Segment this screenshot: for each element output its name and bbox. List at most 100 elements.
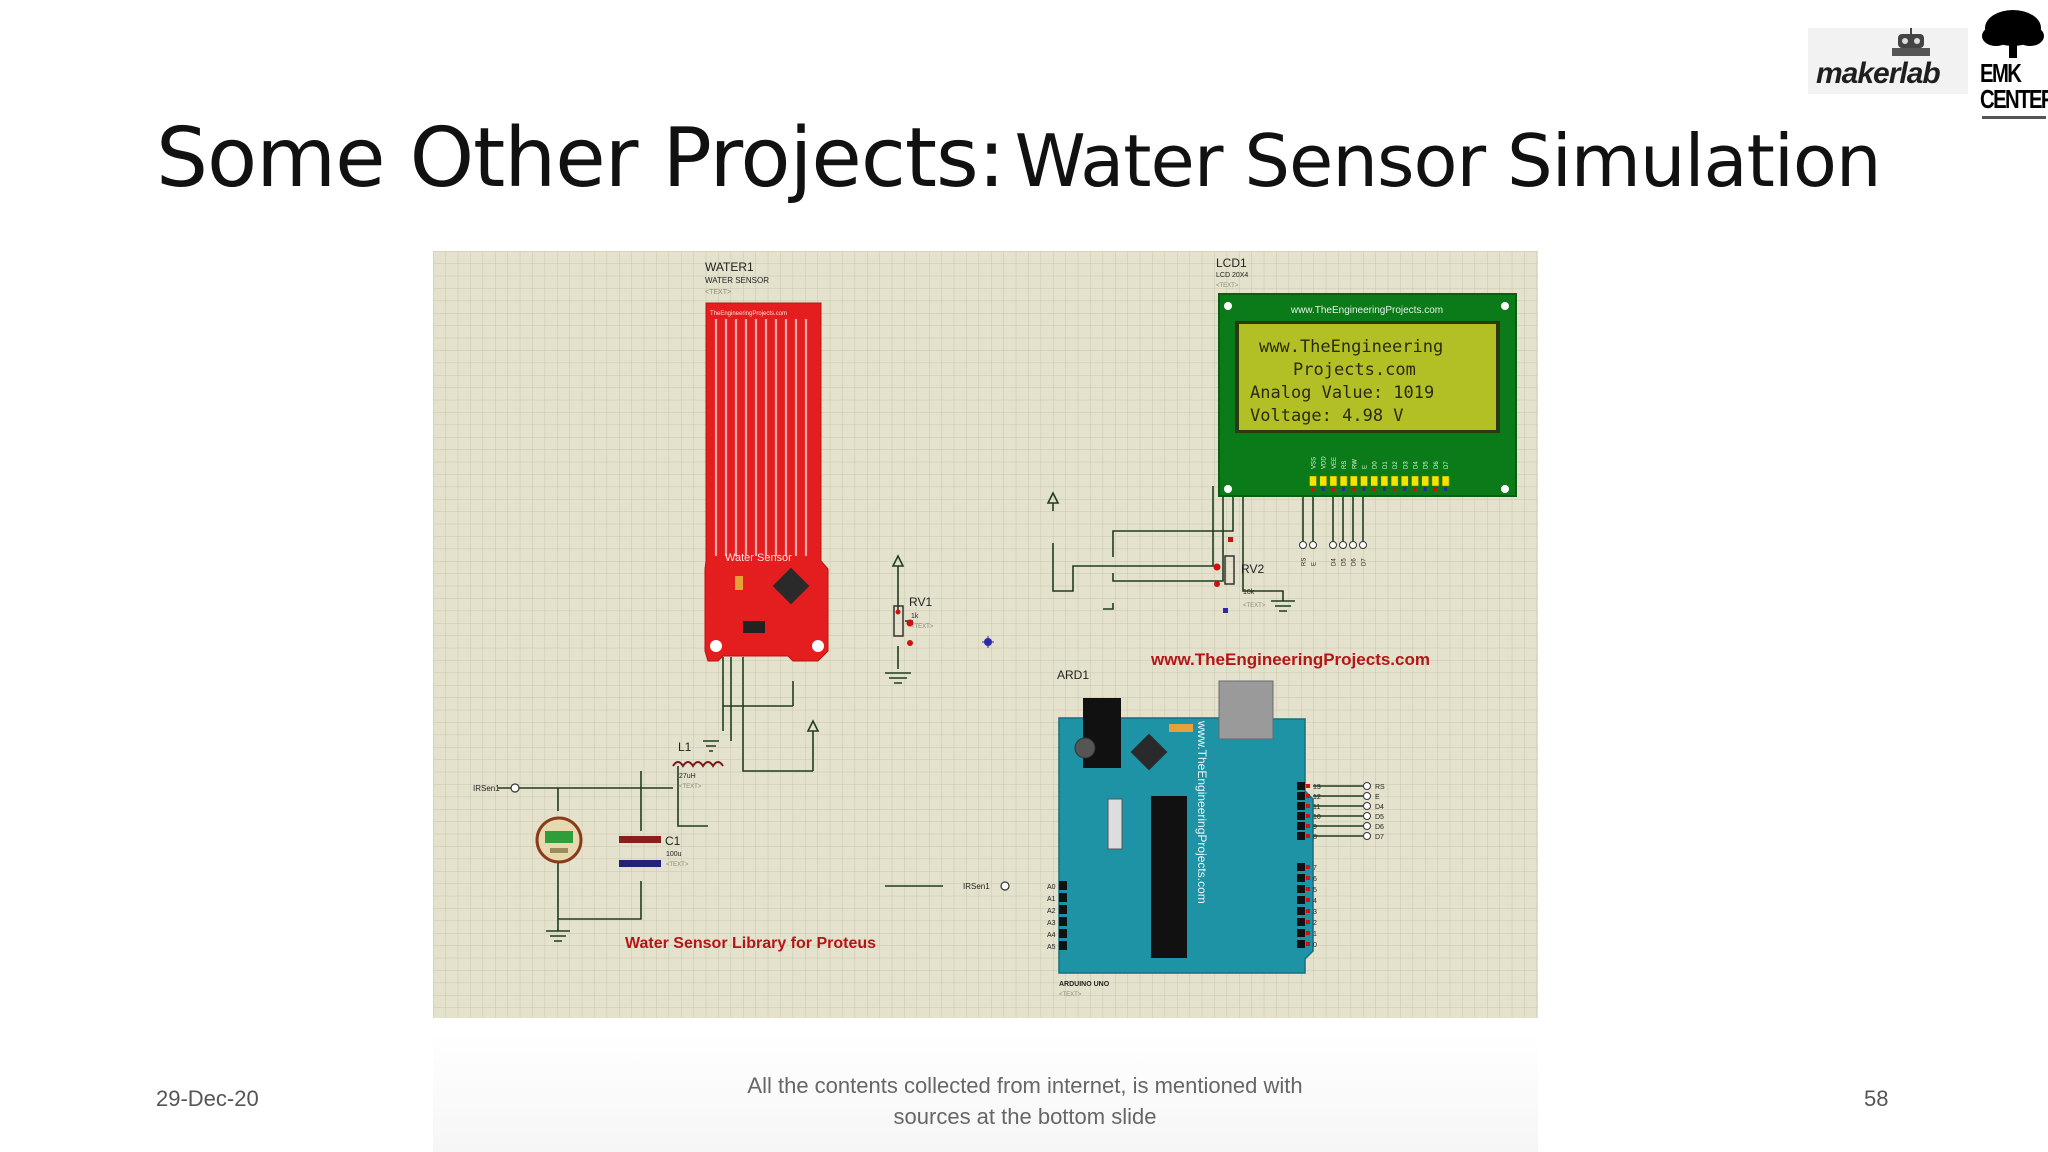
- ground-symbols: [546, 491, 1295, 942]
- ard-net-terminal: [1363, 832, 1371, 840]
- ard-analog-label: A2: [1047, 908, 1056, 915]
- ard-text-placeholder: <TEXT>: [1059, 992, 1082, 998]
- ard-analog-pin: [1059, 929, 1067, 938]
- lcd-net-terminal: [1309, 541, 1317, 549]
- lcd-pin: [1441, 475, 1450, 487]
- lcd-pin-state: [1342, 487, 1346, 491]
- ard-net-label: D5: [1375, 814, 1384, 821]
- ard-analog-pin: [1059, 881, 1067, 890]
- ard-net-label: D4: [1375, 804, 1384, 811]
- l1-ref: L1: [678, 740, 692, 754]
- ard-digital-state: [1306, 865, 1310, 869]
- makerlab-wordmark: makerlab: [1816, 57, 1940, 90]
- makerlab-logo: makerlab: [1808, 28, 1968, 94]
- ard-digital-pin: [1297, 918, 1305, 926]
- lcd-ref: LCD1: [1216, 256, 1247, 270]
- lcd-net-label: RS: [1302, 558, 1308, 566]
- emk-tagline-mark: [1982, 116, 2046, 119]
- ard-analog-pin: [1059, 905, 1067, 914]
- slide-title-sub: Water Sensor Simulation: [1014, 119, 1882, 203]
- ard-digital-label: 1: [1313, 931, 1317, 938]
- rv1-value: 1k: [911, 613, 919, 620]
- ard-digital-label: 13: [1313, 784, 1321, 791]
- lcd-pin: [1380, 475, 1389, 487]
- ard-vertical-url: www.TheEngineeringProjects.com: [1195, 720, 1209, 904]
- lcd-pin-state: [1311, 487, 1315, 491]
- emk-wordmark: EMK CENTER: [1980, 60, 2048, 112]
- ard-digital-label: 9: [1313, 824, 1317, 831]
- tree-icon: [1982, 10, 2044, 58]
- lcd-pin-state: [1433, 487, 1437, 491]
- water-ref: WATER1: [705, 260, 754, 274]
- lcd-pin-label: VEE: [1332, 457, 1338, 469]
- ard-digital-state: [1306, 824, 1310, 828]
- lcd-pin-state: [1382, 487, 1386, 491]
- lcd-pin-state: [1423, 487, 1427, 491]
- ard-digital-state: [1306, 834, 1310, 838]
- lcd-net-terminal: [1299, 541, 1307, 549]
- ard-digital-label: 7: [1313, 865, 1317, 872]
- lcd-pin-label: RS: [1342, 461, 1348, 469]
- l1-value: 27uH: [679, 773, 696, 780]
- wires: [498, 486, 1364, 931]
- water-mount-hole-left: [710, 640, 722, 652]
- water-board-label: TheEngineeringProjects.com: [710, 311, 787, 317]
- ard-type: ARDUINO UNO: [1059, 981, 1110, 988]
- rv1-text-placeholder: <TEXT>: [911, 624, 934, 630]
- lcd-pin: [1421, 475, 1429, 487]
- ard-digital-label: 6: [1313, 876, 1317, 883]
- ard-digital-state: [1306, 942, 1310, 946]
- ard-digital-pin: [1297, 782, 1305, 790]
- ard-net-label: E: [1375, 794, 1380, 801]
- lcd-pin-label: VSS: [1312, 457, 1318, 469]
- lcd-pin-state: [1321, 487, 1325, 491]
- ard-net-terminal: [1363, 792, 1371, 800]
- slide-title-main: Some Other Projects:: [156, 111, 1005, 206]
- site-banner: www.TheEngineeringProjects.com: [1150, 650, 1430, 669]
- ard-digital-state: [1306, 804, 1310, 808]
- ard-ref: ARD1: [1057, 668, 1089, 682]
- ard-digital-pin: [1297, 885, 1305, 893]
- ard-digital-state: [1306, 931, 1310, 935]
- lcd-pin: [1360, 475, 1368, 487]
- ard-atmega-chip: [1151, 796, 1187, 958]
- ard-analog-label: A0: [1047, 884, 1056, 891]
- ard-analog-pin: [1059, 893, 1067, 902]
- capacitor-c1: C1 100u <TEXT>: [619, 834, 689, 868]
- robot-icon: [1892, 28, 1930, 56]
- ard-analog-pin: [1059, 917, 1067, 926]
- water-text-placeholder: <TEXT>: [705, 289, 731, 296]
- ard-digital-pin: [1297, 802, 1305, 810]
- ard-digital-state: [1306, 814, 1310, 818]
- ard-net-label: RS: [1375, 784, 1385, 791]
- library-caption: Water Sensor Library for Proteus: [625, 935, 876, 952]
- ard-net-label: D6: [1375, 824, 1384, 831]
- ard-digital-label: 4: [1313, 898, 1317, 905]
- c1-ref: C1: [665, 834, 681, 848]
- potentiometer-rv1: RV1 1k <TEXT>: [893, 595, 934, 646]
- ard-digital-pin: [1297, 940, 1305, 948]
- lcd-line-3: Analog Value: 1019: [1250, 383, 1434, 403]
- lcd-pin-state: [1331, 487, 1335, 491]
- water-sensor-traces: [714, 319, 808, 556]
- rv2-text-placeholder: <TEXT>: [1243, 603, 1266, 609]
- lcd-pin-label: D4: [1414, 461, 1420, 469]
- ard-digital-state: [1306, 784, 1310, 788]
- ard-crystal: [1107, 798, 1123, 850]
- lcd-pin: [1329, 475, 1338, 487]
- lcd-line-1: www.TheEngineering: [1259, 337, 1443, 357]
- ard-analog-pin: [1059, 941, 1067, 950]
- ard-analog-label: A5: [1047, 944, 1056, 951]
- ard-digital-label: 2: [1313, 920, 1317, 927]
- water-mount-hole-right: [812, 640, 824, 652]
- lcd-net-label: D7: [1362, 558, 1368, 566]
- lcd-pin: [1370, 475, 1378, 487]
- ard-digital-pin: [1297, 874, 1305, 882]
- l1-text-placeholder: <TEXT>: [679, 784, 702, 790]
- lcd-pin: [1339, 475, 1348, 487]
- lcd-pin: [1319, 475, 1327, 487]
- slide-title: Some Other Projects: Water Sensor Simula…: [156, 118, 1882, 203]
